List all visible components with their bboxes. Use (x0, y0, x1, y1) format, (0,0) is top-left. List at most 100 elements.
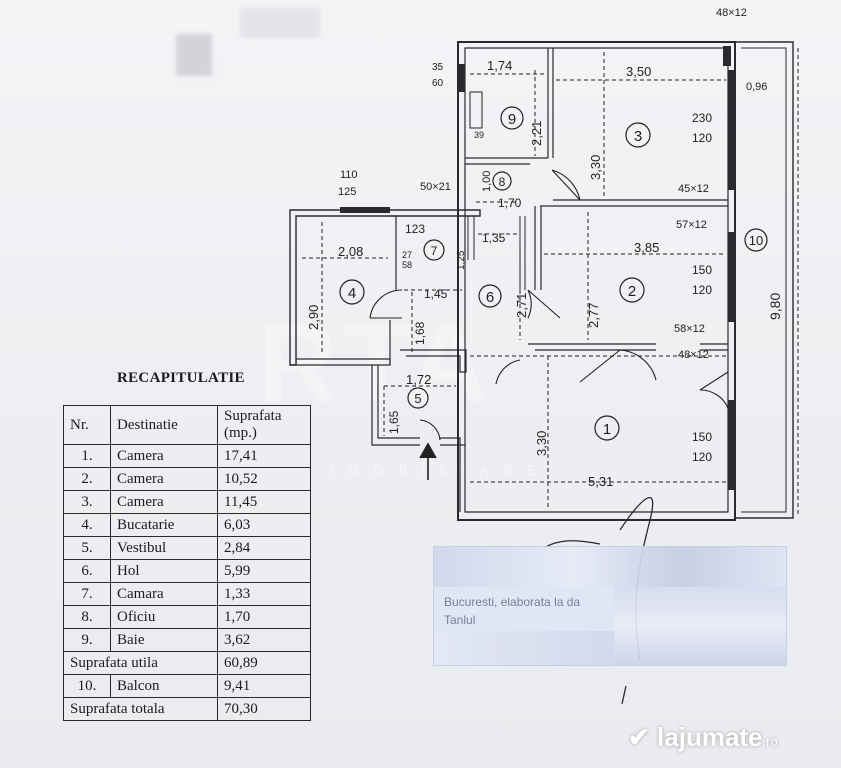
cell-nr: 10. (63, 674, 111, 698)
cell-dest: Hol (110, 559, 218, 583)
dim-label: 123 (405, 222, 425, 236)
blurred-stamp-top (176, 34, 212, 76)
dim-label: 1,35 (482, 231, 506, 245)
watermark-subtitle: IMOBILIARE (330, 462, 551, 478)
cell-dest: Camera (110, 444, 218, 468)
col-destinatie: Destinatie (110, 405, 218, 445)
dim-label: 120 (692, 131, 712, 145)
cell-nr: 4. (63, 513, 111, 537)
cell-nr: 5. (63, 536, 111, 560)
col-nr: Nr. (63, 405, 111, 445)
room-4-marker (339, 279, 365, 305)
dim-label: 1,74 (487, 58, 512, 73)
cell-nr: 8. (63, 605, 111, 629)
cell-nr: 7. (63, 582, 111, 606)
dim-label: 48×12 (716, 7, 747, 19)
dim-label: 3,85 (634, 240, 659, 255)
blurred-stamp-top (240, 8, 320, 38)
room-7-marker (423, 239, 445, 261)
room-5-marker (407, 387, 429, 409)
cell-nr: 9. (63, 628, 111, 652)
dim-label: 60 (432, 78, 444, 89)
cell-sup: 17,41 (217, 444, 311, 468)
cell-sup: 10,52 (217, 467, 311, 491)
dim-label: 120 (692, 283, 712, 297)
pixelation (434, 547, 786, 587)
doors (369, 169, 729, 441)
cell-dest: Baie (110, 628, 218, 652)
cell-dest: Vestibul (110, 536, 218, 560)
cell-dest: Camara (110, 582, 218, 606)
room-5-number: 5 (414, 391, 421, 406)
stamp-line: Bucuresti, elaborata la da (444, 595, 581, 609)
pixelation (434, 631, 614, 665)
recap-header-row: Nr. Destinatie Suprafata (mp.) (63, 405, 311, 445)
room-2-marker (619, 277, 645, 303)
dim-label: 1,45 (424, 287, 448, 301)
pixelation (614, 587, 786, 665)
utila-value: 60,89 (217, 651, 311, 675)
cell-dest: Bucatarie (110, 513, 218, 537)
cell-sup: 3,62 (217, 628, 311, 652)
dim-label: 150 (692, 430, 712, 444)
dim-label: 120 (692, 450, 712, 464)
cell-nr: 2. (63, 467, 111, 491)
utila-label: Suprafata utila (63, 651, 218, 675)
dim-label: 58 (402, 260, 412, 270)
room-3-marker (625, 122, 651, 148)
dim-label: 1,68 (413, 321, 427, 345)
room-8-marker (492, 171, 512, 191)
cell-dest: Camera (110, 467, 218, 491)
dim-label: 2,77 (586, 303, 601, 328)
dim-label: 230 (692, 111, 712, 125)
room-3-number: 3 (634, 128, 642, 145)
dim-label: 125 (338, 186, 356, 198)
col-suprafata: Suprafata (mp.) (217, 405, 311, 445)
dim-label: 3,30 (534, 431, 549, 456)
brand-name: lajumate (657, 722, 763, 752)
dim-label: 1,72 (406, 372, 431, 387)
brand-watermark: ✔ lajumate.ro (628, 722, 778, 753)
recap-title: RECAPITULATIE (117, 370, 245, 386)
room-1-number: 1 (603, 421, 611, 438)
dimension-lines (302, 48, 799, 515)
dim-label: 110 (340, 169, 358, 181)
room-6-marker (478, 284, 502, 308)
room-numbers: 1 2 3 4 5 6 7 8 9 10 (348, 111, 763, 438)
cell-dest: Oficiu (110, 605, 218, 629)
totala-label: Suprafata totala (63, 697, 218, 721)
room-9-marker (500, 106, 524, 130)
dim-label: 2,71 (514, 293, 529, 318)
totala-value: 70,30 (217, 697, 311, 721)
dim-label: 35 (432, 62, 444, 73)
dim-label: 150 (692, 263, 712, 277)
lajumate-logo-icon: ✔ (628, 722, 650, 752)
dim-label: 1,70 (498, 196, 522, 210)
dim-label: 5,31 (588, 474, 613, 489)
room-10-marker (744, 228, 768, 252)
dim-label: 3,50 (626, 64, 651, 79)
dim-label: 3,30 (588, 155, 603, 180)
dim-label: 2,08 (338, 244, 363, 259)
cell-sup: 5,99 (217, 559, 311, 583)
dim-label: 57×12 (676, 219, 707, 231)
brand-suffix: .ro (762, 734, 778, 749)
room-2-number: 2 (628, 283, 636, 300)
room-6-number: 6 (486, 289, 494, 306)
cell-dest: Camera (110, 490, 218, 514)
cell-sup: 11,45 (217, 490, 311, 514)
room-markers (339, 106, 768, 441)
windows (340, 46, 735, 490)
